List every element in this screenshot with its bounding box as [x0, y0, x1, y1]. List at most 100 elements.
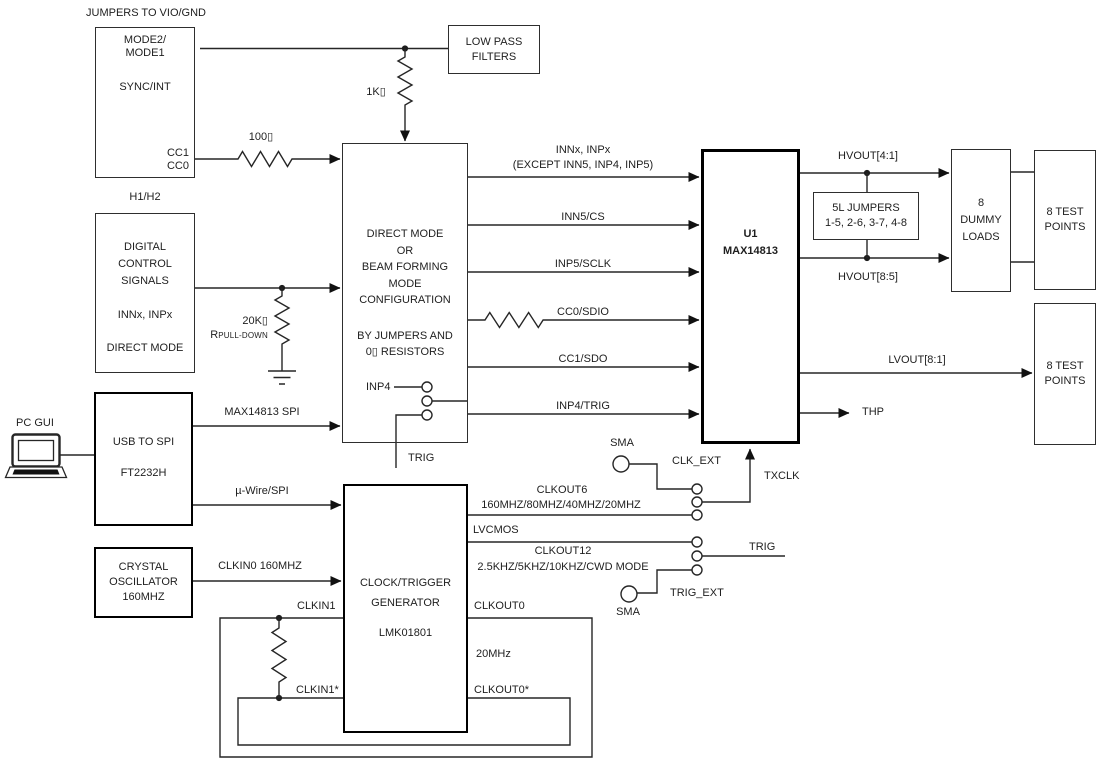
- block-label: 160MHZ: [122, 591, 165, 603]
- sma-connector: [612, 455, 630, 473]
- block-label: DIGITAL: [124, 241, 166, 253]
- txclk-wire: [702, 448, 755, 503]
- block-label: SIGNALS: [121, 275, 169, 287]
- dummy-to-tp-wire: [1011, 171, 1034, 263]
- innx-signal-label: INNx, INPx: [555, 144, 611, 156]
- jumper-pin: [421, 381, 433, 393]
- clock-trigger-generator-block: CLOCK/TRIGGER GENERATOR LMK01801: [343, 484, 468, 733]
- clkout0n-pin-label: CLKOUT0*: [474, 684, 530, 696]
- clkin1n-loop-wire: [237, 697, 571, 746]
- test-points-lv-block: 8 TEST POINTS: [1034, 303, 1096, 445]
- r-symbol: R: [210, 329, 219, 341]
- inn5-cs-label: INN5/CS: [561, 211, 605, 223]
- block-label: POINTS: [1044, 375, 1086, 387]
- innx-except-label: (EXCEPT INN5, INP4, INP5): [512, 159, 654, 171]
- block-label: GENERATOR: [371, 597, 440, 609]
- pin-label-cc0: CC0: [166, 160, 189, 172]
- digital-control-block: DIGITAL CONTROL SIGNALS INNx, INPx DIREC…: [95, 213, 195, 373]
- trig-stub-label: TRIG: [408, 452, 435, 464]
- crystal-oscillator-block: CRYSTAL OSCILLATOR 160MHZ: [94, 547, 193, 618]
- block-label: MODE: [388, 278, 422, 290]
- test-points-hv-block: 8 TEST POINTS: [1034, 150, 1096, 290]
- cc1-sdo-label: CC1/SDO: [558, 353, 608, 365]
- r-subscript: PULL-DOWN: [218, 331, 268, 340]
- inp5-sclk-label: INP5/SCLK: [554, 258, 612, 270]
- clkout6-label: CLKOUT6: [536, 484, 588, 496]
- resistor-clkin-symbol: [270, 618, 288, 698]
- ground-symbol: [268, 370, 296, 385]
- trig-out-label: TRIG: [749, 541, 776, 553]
- lvcmos-label: LVCMOS: [473, 524, 519, 536]
- sma-connector: [620, 585, 638, 603]
- block-label: DIRECT MODE: [366, 228, 444, 240]
- laptop-keyboard: [12, 469, 60, 475]
- jumpers-5l-block: 5L JUMPERS 1-5, 2-6, 3-7, 4-8: [813, 192, 919, 240]
- part-refdes: U1: [743, 228, 758, 240]
- resistor-20k-symbol: [273, 288, 291, 371]
- block-label: OSCILLATOR: [109, 576, 178, 588]
- block-label: CLOCK/TRIGGER: [359, 577, 452, 589]
- clkout12-freqs-label: 2.5KHZ/5KHZ/10KHZ/CWD MODE: [477, 561, 649, 573]
- clkout12-label: CLKOUT12: [534, 545, 592, 557]
- clkin0-label: CLKIN0 160MHZ: [218, 560, 302, 572]
- block-label: MODE2/: [123, 34, 167, 46]
- max-spi-label: MAX14813 SPI: [224, 406, 300, 418]
- clkout6-freqs-label: 160MHZ/80MHZ/40MHZ/20MHZ: [481, 499, 641, 511]
- block-label: LOW PASS: [465, 35, 523, 48]
- clkin1-loop-wire: [219, 617, 593, 758]
- block-label: FILTERS: [471, 50, 517, 63]
- block-label: OR: [396, 245, 414, 257]
- part-number: MAX14813: [722, 245, 779, 257]
- pc-gui-label: PC GUI: [16, 417, 54, 429]
- block-label: LMK01801: [378, 627, 433, 639]
- sma-top-label: SMA: [610, 437, 634, 449]
- jumper-pin: [691, 496, 703, 508]
- block-label: INNx, INPx: [117, 309, 173, 321]
- mode-jumpers-block: MODE2/ MODE1 SYNC/INT CC1 CC0: [95, 27, 195, 178]
- inp4-trig-label: INP4/TRIG: [556, 400, 610, 412]
- clk-ext-wire: [629, 463, 692, 490]
- block-label: 8 TEST: [1046, 360, 1084, 372]
- block-label: DIRECT MODE: [106, 342, 184, 354]
- trig-stub-wire: [395, 414, 422, 468]
- jumper-pin: [691, 536, 703, 548]
- jumpers-note-label: JUMPERS TO VIO/GND: [86, 7, 207, 19]
- block-label: LOADS: [962, 231, 1000, 243]
- block-label: USB TO SPI: [112, 436, 175, 448]
- block-label: 8: [977, 197, 985, 209]
- jumper-pin: [691, 483, 703, 495]
- trig-ext-label: TRIG_EXT: [670, 587, 724, 599]
- clkin1n-pin-label: CLKIN1*: [296, 684, 339, 696]
- resistor-100-label: 100▯: [248, 131, 274, 143]
- jumper-pin: [691, 564, 703, 576]
- sma-bottom-label: SMA: [616, 606, 640, 618]
- resistor-pulldown-name: RPULL-DOWN: [178, 329, 268, 342]
- clkout0-pin-label: CLKOUT0: [474, 600, 525, 612]
- usb-to-spi-block: USB TO SPI FT2232H: [94, 392, 193, 526]
- inp4-pin-label: INP4: [366, 381, 391, 393]
- clkout0-freq-label: 20MHz: [476, 648, 511, 660]
- block-label: 8 TEST: [1046, 206, 1084, 218]
- mode-config-block: DIRECT MODE OR BEAM FORMING MODE CONFIGU…: [342, 143, 468, 443]
- jumper-pin: [421, 395, 433, 407]
- clk-ext-label: CLK_EXT: [672, 455, 721, 467]
- block-label: 5L JUMPERS: [832, 202, 900, 214]
- jumper-pin: [691, 509, 703, 521]
- jumper-pin: [421, 409, 433, 421]
- block-label: 1-5, 2-6, 3-7, 4-8: [825, 217, 907, 229]
- lvout-label: LVOUT[8:1]: [888, 354, 946, 366]
- txclk-label: TXCLK: [764, 470, 800, 482]
- resistor-1k-symbol: [396, 48, 414, 142]
- jumper-pin: [691, 550, 703, 562]
- block-label: MODE1: [125, 47, 165, 59]
- resistor-20k-label: 20K▯: [242, 315, 268, 327]
- block-label: CRYSTAL: [118, 561, 169, 573]
- block-label: FT2232H: [120, 467, 167, 479]
- uwire-spi-label: µ-Wire/SPI: [235, 485, 289, 497]
- u1-max14813-block: U1 MAX14813: [701, 149, 800, 444]
- cc0-sdio-label: CC0/SDIO: [557, 306, 609, 318]
- low-pass-filters-block: LOW PASS FILTERS: [448, 25, 540, 74]
- laptop-screen: [17, 439, 55, 462]
- h1h2-label: H1/H2: [129, 191, 161, 203]
